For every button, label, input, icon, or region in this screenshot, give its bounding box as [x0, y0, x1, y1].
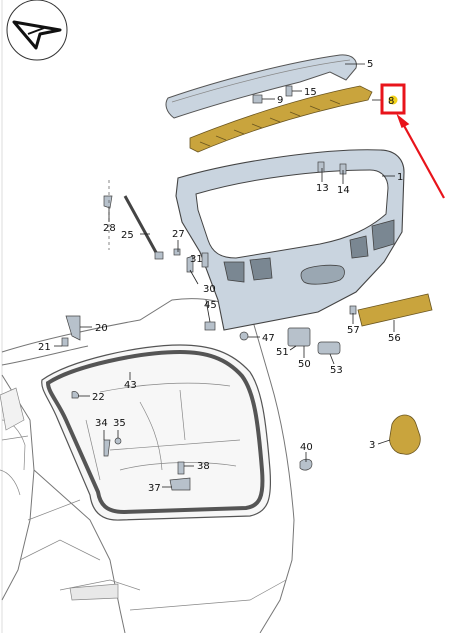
label-30: 30 — [203, 284, 216, 295]
label-21: 21 — [38, 342, 51, 353]
highlight-arrow — [401, 121, 445, 199]
label-51: 51 — [276, 347, 289, 358]
part-8-trim-strip[interactable] — [189, 85, 373, 153]
label-50: 50 — [298, 359, 311, 370]
label-5: 5 — [367, 59, 373, 70]
label-1: 1 — [397, 172, 403, 183]
label-34: 34 — [95, 418, 108, 429]
label-27: 27 — [172, 229, 185, 240]
label-31: 31 — [190, 254, 203, 265]
part-5-spoiler[interactable] — [165, 54, 357, 119]
label-47: 47 — [262, 333, 275, 344]
label-28: 28 — [103, 223, 116, 234]
label-37: 37 — [148, 483, 161, 494]
leader-lines — [54, 63, 395, 488]
label-35: 35 — [113, 418, 126, 429]
label-25: 25 — [121, 230, 134, 241]
label-40: 40 — [300, 442, 313, 453]
label-9: 9 — [277, 95, 283, 106]
label-15: 15 — [304, 87, 317, 98]
part-1-tailgate[interactable] — [175, 149, 405, 331]
highlight-arrowhead — [396, 113, 410, 129]
label-22: 22 — [92, 392, 105, 403]
label-45: 45 — [204, 300, 217, 311]
label-20: 20 — [95, 323, 108, 334]
label-57: 57 — [347, 325, 360, 336]
part-labels: 8 5 9 15 13 14 1 28 25 27 31 30 45 47 51… — [38, 59, 403, 494]
part-56-trim-panel[interactable] — [357, 293, 433, 327]
hardware-parts — [61, 85, 357, 491]
highlight-box — [380, 83, 406, 115]
label-3: 3 — [369, 440, 375, 451]
label-38: 38 — [197, 461, 210, 472]
label-13: 13 — [316, 183, 329, 194]
label-53: 53 — [330, 365, 343, 376]
label-56: 56 — [388, 333, 401, 344]
brand-logo — [6, 0, 68, 61]
label-14: 14 — [337, 185, 350, 196]
label-8: 8 — [388, 96, 394, 107]
part-3-bag[interactable] — [389, 414, 421, 455]
label-43: 43 — [124, 380, 137, 391]
vehicle-body — [0, 298, 295, 633]
